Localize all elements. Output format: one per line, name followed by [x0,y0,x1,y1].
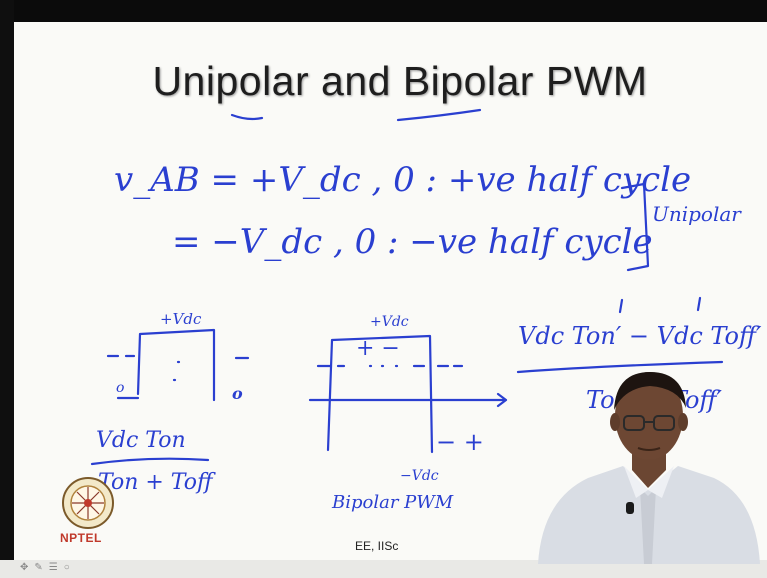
page-tool-icon[interactable]: ☰ [48,562,58,573]
left-wave-pulse [136,328,216,402]
minus-plus: − + [436,428,484,456]
middle-wave-pulse [326,334,434,454]
equation-line1: v_AB = +V_dc , 0 : +ve half cycle [114,160,692,200]
unipolar-bracket [620,182,650,272]
equation-line2: = −V_dc , 0 : −ve half cycle [172,222,653,262]
fraction1-numerator: Vdc Ton [96,428,186,453]
nptel-logo-text: NPTEL [60,531,102,545]
pen-tool-icon[interactable]: ✎ [34,562,43,573]
left-wave-dots [172,360,181,382]
fraction2-bar [516,360,724,374]
title-underline-unipolar [230,113,264,121]
circle-tool-icon[interactable]: ○ [63,562,70,573]
viewer-toolbar: ✥ ✎ ☰ ○ [20,562,70,573]
zero-left: o [116,380,125,396]
nptel-logo-icon [62,477,114,529]
title-underline-bipolar [396,108,482,122]
plus-minus-top: + − [356,336,400,361]
fraction1-bar [90,457,210,466]
fraction1-denominator: Ton + Toff [98,470,213,495]
vdc-minus: −Vdc [400,468,439,484]
vdc-plus-left: +Vdc [160,310,202,328]
video-left-border [0,0,14,578]
bipolar-pwm-label: Bipolar PWM [332,492,454,513]
slide-bottom-strip [0,560,767,578]
unipolar-label: Unipolar [652,202,741,226]
vdc-plus-middle: +Vdc [370,314,409,330]
prime-marks [618,296,702,314]
slide-footer: EE, IISc [355,539,399,553]
middle-wave-arrow-axis [308,392,508,408]
left-wave-dashes [106,354,250,360]
slide-title: Unipolar and Bipolar PWM [152,58,648,104]
presenter-video [538,372,760,564]
zero-right: o [232,384,243,403]
video-top-border [0,0,767,22]
pointer-tool-icon[interactable]: ✥ [20,562,29,573]
fraction2-numerator: Vdc Ton′ − Vdc Toff′ [518,322,762,350]
